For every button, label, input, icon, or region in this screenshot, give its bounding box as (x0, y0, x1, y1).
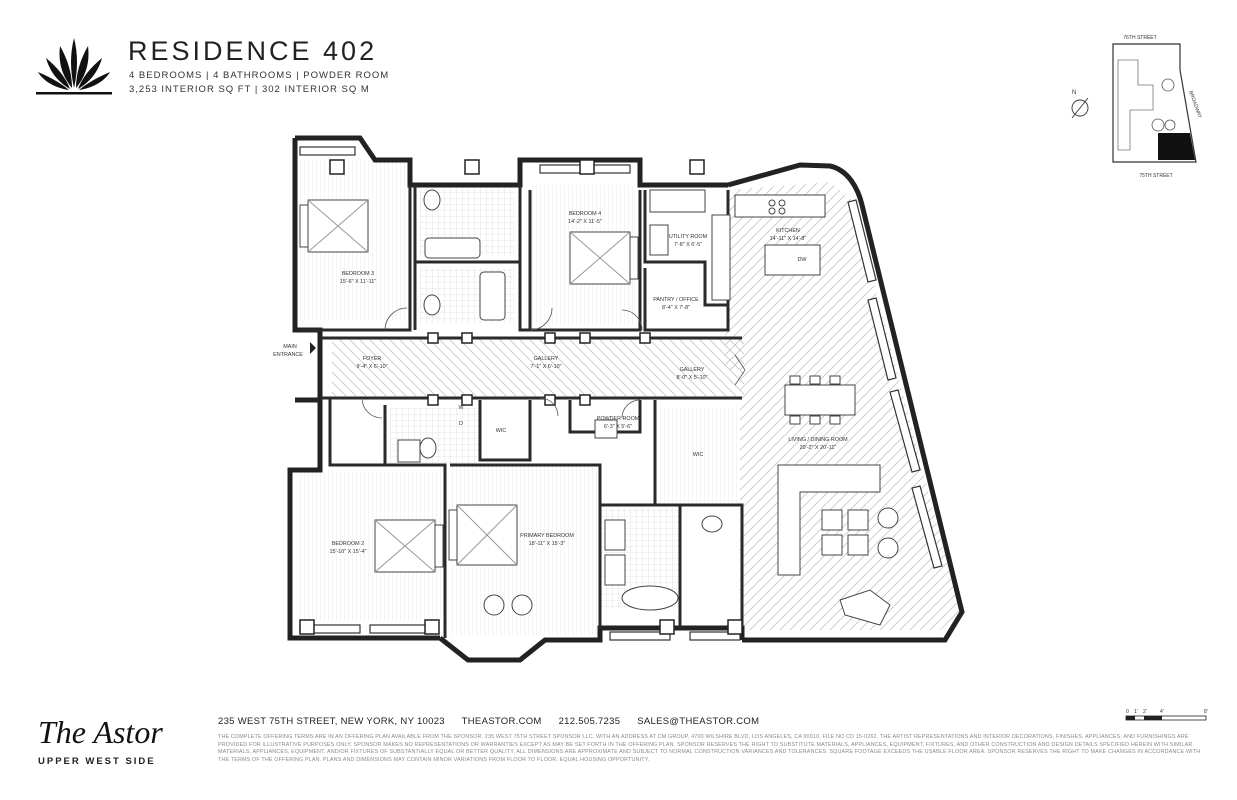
room-name-bedroom4: BEDROOM 4 (569, 211, 601, 217)
keyplan-north: N (1072, 90, 1076, 96)
residence-area-summary: 3,253 INTERIOR SQ FT | 302 INTERIOR SQ M (129, 84, 370, 95)
contact-email-link[interactable]: SALES@THEASTOR.COM (637, 716, 760, 727)
contact-address: 235 WEST 75TH STREET, NEW YORK, NY 10023 (218, 716, 445, 727)
room-size-bedroom3: 15'-6" X 11'-11" (340, 279, 376, 285)
label-dryer: D (459, 421, 463, 427)
scale-tick-2: 2' (1143, 709, 1147, 715)
residence-title: RESIDENCE 402 (128, 36, 378, 66)
keyplan-unit-highlight (1158, 133, 1195, 160)
kitchen-fixtures (649, 189, 826, 301)
room-size-powder: 6'-3" X 5'-6" (604, 424, 632, 430)
room-name-foyer: FOYER (363, 356, 382, 362)
room-size-gallery-2: 8'-0" X 5'-10" (676, 375, 707, 381)
room-label-wic-1: WIC (496, 428, 507, 434)
room-size-foyer: 9'-4" X 6'-10" (356, 364, 387, 370)
key-plan: 76TH STREET 75TH STREET BROADWAY N (1071, 35, 1203, 179)
room-name-primary: PRIMARY BEDROOM (520, 533, 574, 539)
brand-subtitle: UPPER WEST SIDE (38, 756, 156, 767)
living-furniture (483, 375, 899, 626)
room-size-living: 29'-2" X 20'-11" (800, 445, 837, 451)
contact-website-link[interactable]: THEASTOR.COM (461, 716, 542, 727)
label-washer: W (458, 405, 464, 411)
interior-walls (300, 185, 744, 638)
entrance-label-line2: ENTRANCE (273, 352, 303, 358)
entrance-arrow (310, 342, 316, 354)
beds (299, 199, 639, 573)
columns (299, 159, 743, 635)
keyplan-avenue: BROADWAY (1187, 90, 1203, 120)
contact-line: 235 WEST 75TH STREET, NEW YORK, NY 10023… (218, 716, 773, 727)
room-name-gallery-1: GALLERY (534, 356, 559, 362)
room-size-bedroom4: 14'-2" X 11'-5" (568, 219, 602, 225)
scale-tick-8: 8' (1204, 709, 1208, 715)
scale-bar: 0 1' 2' 4' 8' (1125, 709, 1208, 721)
room-name-utility: UTILITY ROOM (669, 234, 708, 240)
room-name-powder: POWDER ROOM (597, 416, 640, 422)
room-name-gallery-2: GALLERY (680, 367, 705, 373)
entrance-label-line1: MAIN (283, 344, 297, 350)
room-name-bedroom2: BEDROOM 2 (332, 541, 364, 547)
scale-tick-1: 1' (1134, 709, 1138, 715)
room-name-living: LIVING / DINING ROOM (788, 437, 848, 443)
legal-disclaimer: THE COMPLETE OFFERING TERMS ARE IN AN OF… (218, 734, 1201, 763)
astor-leaf-logo (36, 38, 112, 95)
doors (361, 307, 746, 419)
room-size-gallery-1: 7'-1" X 6'-10" (530, 364, 561, 370)
keyplan-street-bottom: 75TH STREET (1139, 173, 1172, 179)
room-size-kitchen: 14'-11" X 14'-8" (770, 236, 807, 242)
keyplan-street-top: 76TH STREET (1123, 35, 1156, 41)
room-size-primary: 18'-11" X 15'-3" (529, 541, 566, 547)
room-name-bedroom3: BEDROOM 3 (342, 271, 374, 277)
room-label-wic-2: WIC (693, 452, 704, 458)
room-name-kitchen: KITCHEN (776, 228, 800, 234)
bath-fixtures (397, 189, 723, 611)
label-dishwasher: DW (798, 257, 808, 263)
residence-rooms-summary: 4 BEDROOMS | 4 BATHROOMS | POWDER ROOM (129, 70, 390, 81)
windows (299, 146, 943, 641)
contact-phone[interactable]: 212.505.7235 (558, 716, 621, 727)
walls (287, 135, 965, 663)
room-size-pantry: 8'-4" X 7'-8" (662, 305, 690, 311)
brand-name: The Astor (38, 714, 163, 750)
room-size-bedroom2: 15'-10" X 15'-4" (329, 549, 366, 555)
scale-tick-0: 0 (1126, 709, 1129, 715)
room-name-pantry: PANTRY / OFFICE (653, 297, 699, 303)
room-size-utility: 7'-8" X 6'-5" (674, 242, 702, 248)
scale-tick-4: 4' (1160, 709, 1164, 715)
